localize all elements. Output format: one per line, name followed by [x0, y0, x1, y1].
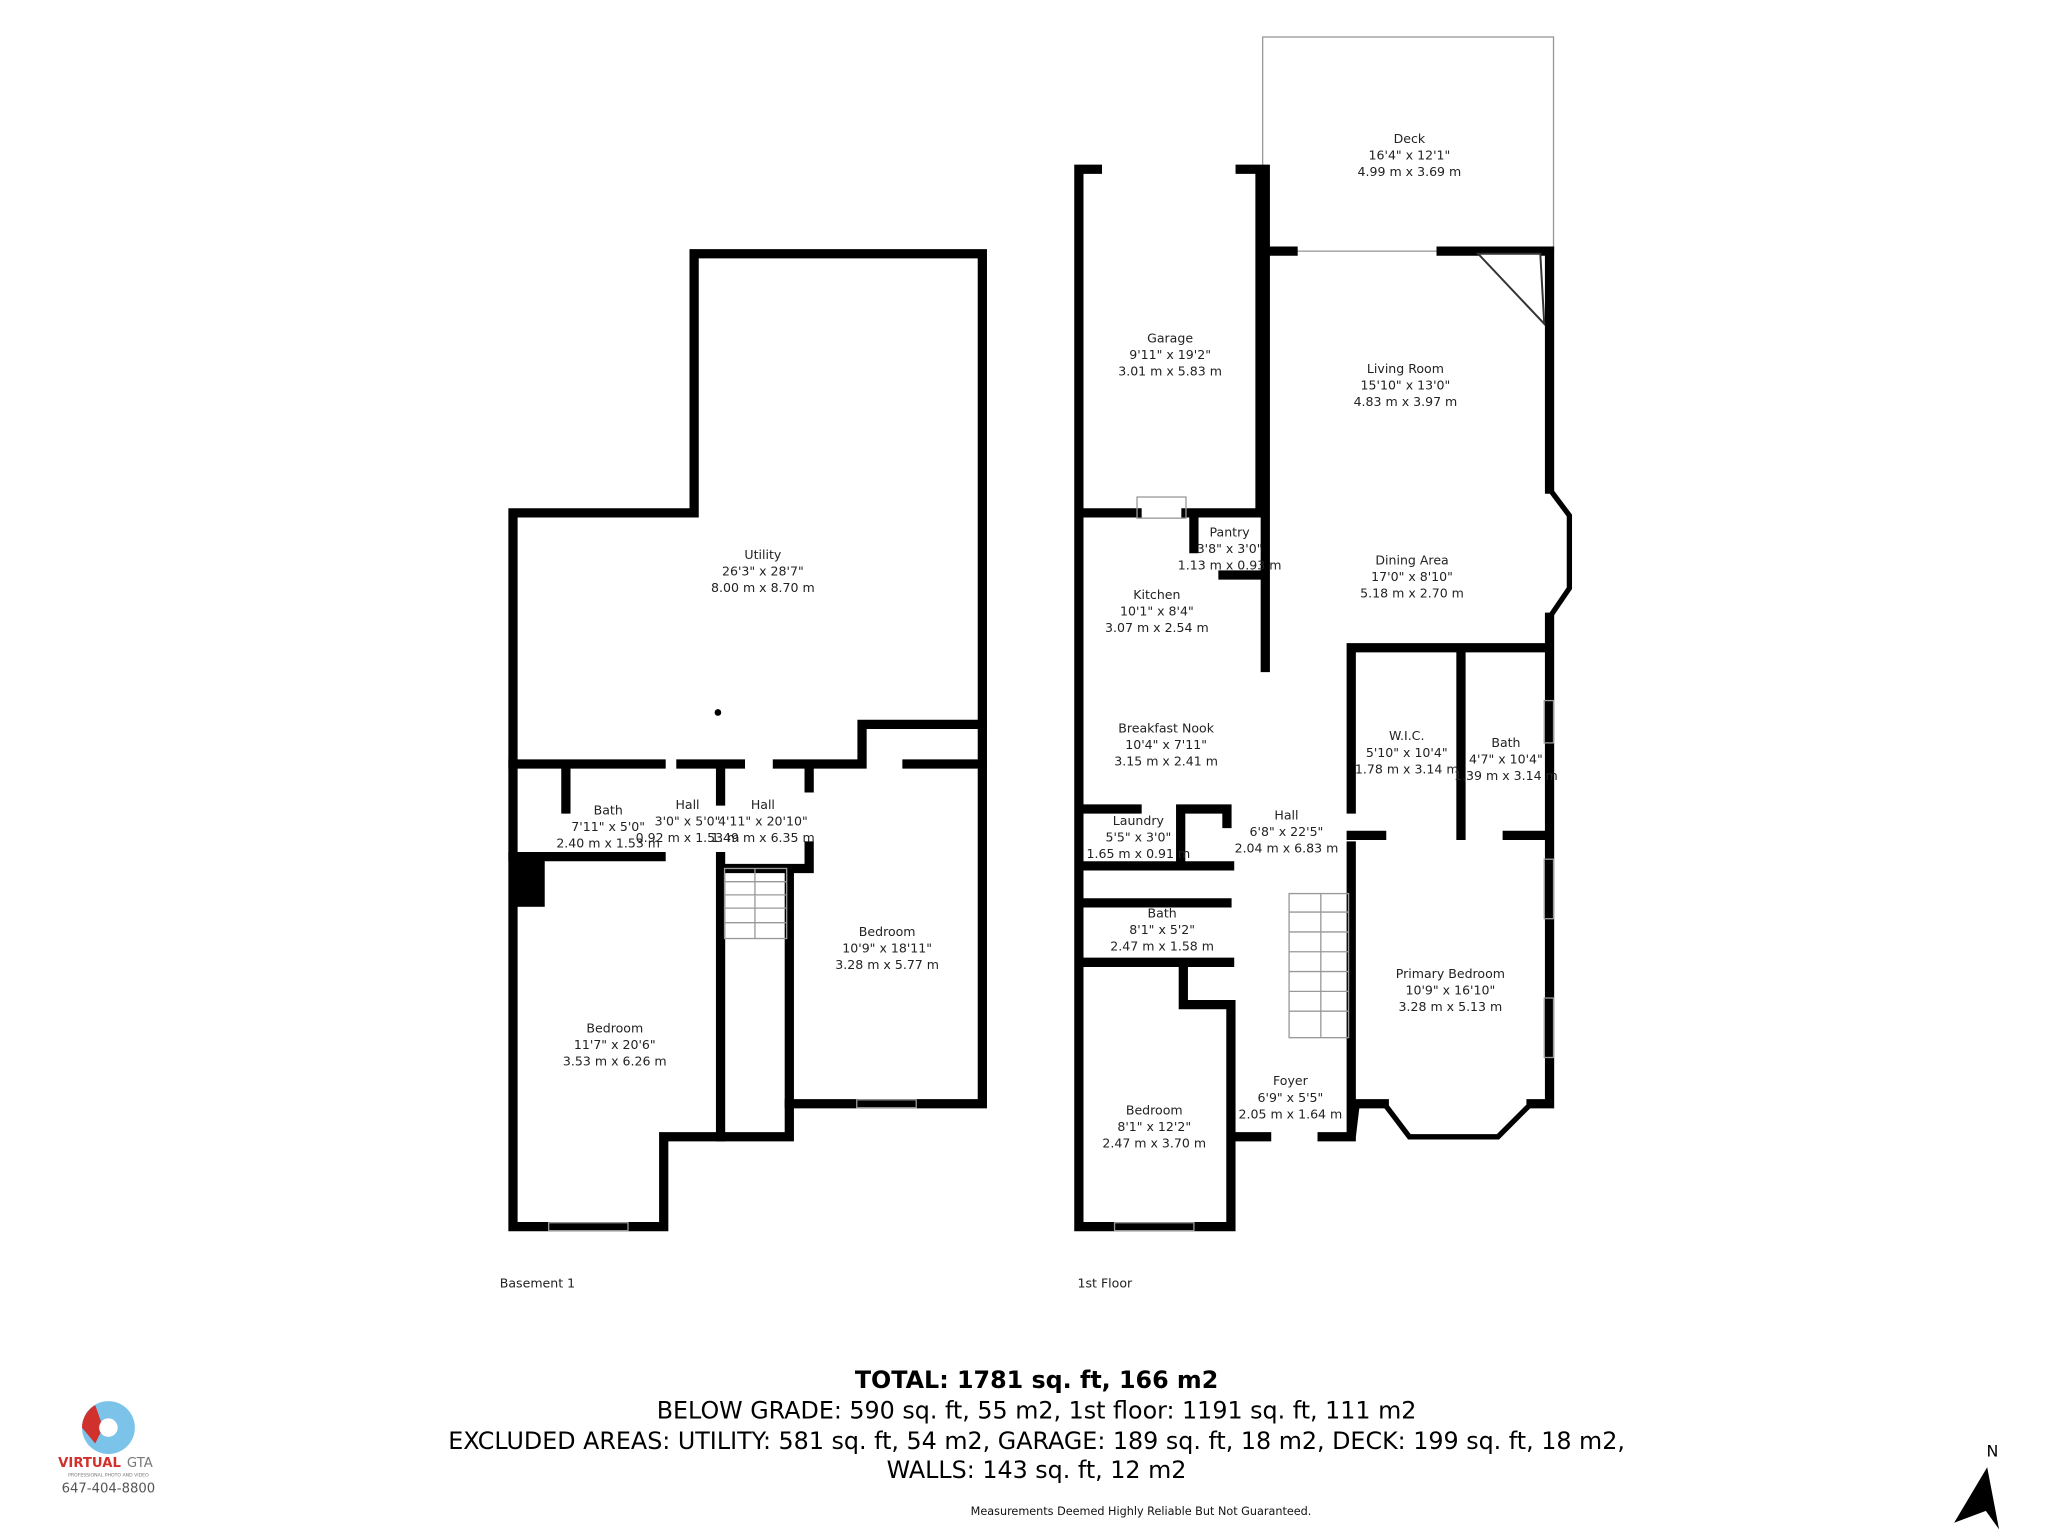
room-label-wic: W.I.C.5'10" x 10'4"1.78 m x 3.14 m	[1355, 728, 1459, 776]
window	[548, 1222, 629, 1232]
door-garage[interactable]	[1136, 496, 1187, 519]
excluded-areas: EXCLUDED AREAS: UTILITY: 581 sq. ft, 54 …	[448, 1427, 1625, 1455]
floor-label-basement: Basement 1	[500, 1275, 575, 1290]
basement-stairs	[723, 867, 788, 940]
svg-text:PROFESSIONAL PHOTO AND VIDEO: PROFESSIONAL PHOTO AND VIDEO	[68, 1473, 149, 1479]
svg-text:VIRTUAL: VIRTUAL	[58, 1456, 121, 1471]
compass: N	[1954, 1442, 2000, 1530]
first-floor-stairs	[1288, 892, 1350, 1039]
svg-text:GTA: GTA	[127, 1456, 153, 1471]
phone-number: 647-404-8800	[62, 1481, 156, 1496]
below-grade-area: BELOW GRADE: 590 sq. ft, 55 m2, 1st floo…	[657, 1396, 1417, 1424]
window	[1543, 858, 1555, 920]
floor-label-first-floor: 1st Floor	[1078, 1275, 1133, 1290]
total-area: TOTAL: 1781 sq. ft, 166 m2	[855, 1366, 1218, 1394]
fireplace	[1475, 252, 1546, 327]
svg-text:N: N	[1987, 1442, 1999, 1461]
window	[1543, 699, 1555, 744]
window	[1113, 1222, 1195, 1232]
walls-area: WALLS: 143 sq. ft, 12 m2	[887, 1456, 1187, 1484]
svg-text:W.I.C.5'10" x 10'4"1.78 m x 3.: W.I.C.5'10" x 10'4"1.78 m x 3.14 m	[1355, 728, 1459, 776]
window	[1543, 997, 1555, 1059]
floor-drain	[714, 709, 722, 716]
disclaimer: Measurements Deemed Highly Reliable But …	[971, 1505, 1312, 1518]
deck-outline	[1261, 36, 1555, 252]
bay-window-dining	[1547, 487, 1573, 619]
basement-outer-wall	[508, 249, 987, 1232]
north-arrow-icon	[1954, 1467, 2000, 1530]
first-floor-walls	[1074, 164, 1555, 1232]
virtual-gta-logo: VIRTUAL GTA PROFESSIONAL PHOTO AND VIDEO…	[58, 1401, 155, 1496]
basement-black-block	[512, 856, 545, 907]
bay-window-primary	[1382, 1101, 1533, 1140]
area-summary: TOTAL: 1781 sq. ft, 166 m2 BELOW GRADE: …	[448, 1366, 1625, 1518]
window	[856, 1099, 917, 1109]
